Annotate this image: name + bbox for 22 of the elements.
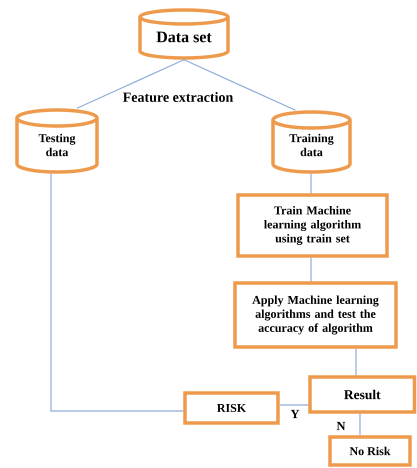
connector-line	[184, 59, 296, 111]
database-cylinder: Data set	[138, 8, 230, 60]
outcome-box: No Risk	[328, 435, 412, 467]
edge-label: N	[335, 420, 346, 432]
node-label: Data set	[156, 32, 212, 42]
outcome-box: RISK	[183, 391, 280, 425]
database-cylinder: Testing data	[15, 108, 99, 174]
node-label: Testing data	[38, 134, 76, 156]
connector-line	[355, 348, 357, 376]
process-box: Apply Machine learning algorithms and test the accuracy of algorithm	[233, 281, 398, 349]
connector-line	[280, 404, 308, 406]
connector-line	[359, 414, 361, 436]
connector-line	[310, 174, 312, 194]
result-box: Result	[308, 375, 416, 414]
database-cylinder: Training data	[271, 110, 352, 174]
edge-label: Y	[289, 408, 300, 420]
connector-line	[76, 59, 184, 109]
annotation-text: Feature extraction	[122, 92, 234, 102]
process-box: Train Machine learning algorithm using train set	[236, 193, 389, 258]
connector-line	[50, 174, 184, 412]
connector-line	[310, 258, 312, 282]
node-label: Training data	[289, 134, 334, 156]
